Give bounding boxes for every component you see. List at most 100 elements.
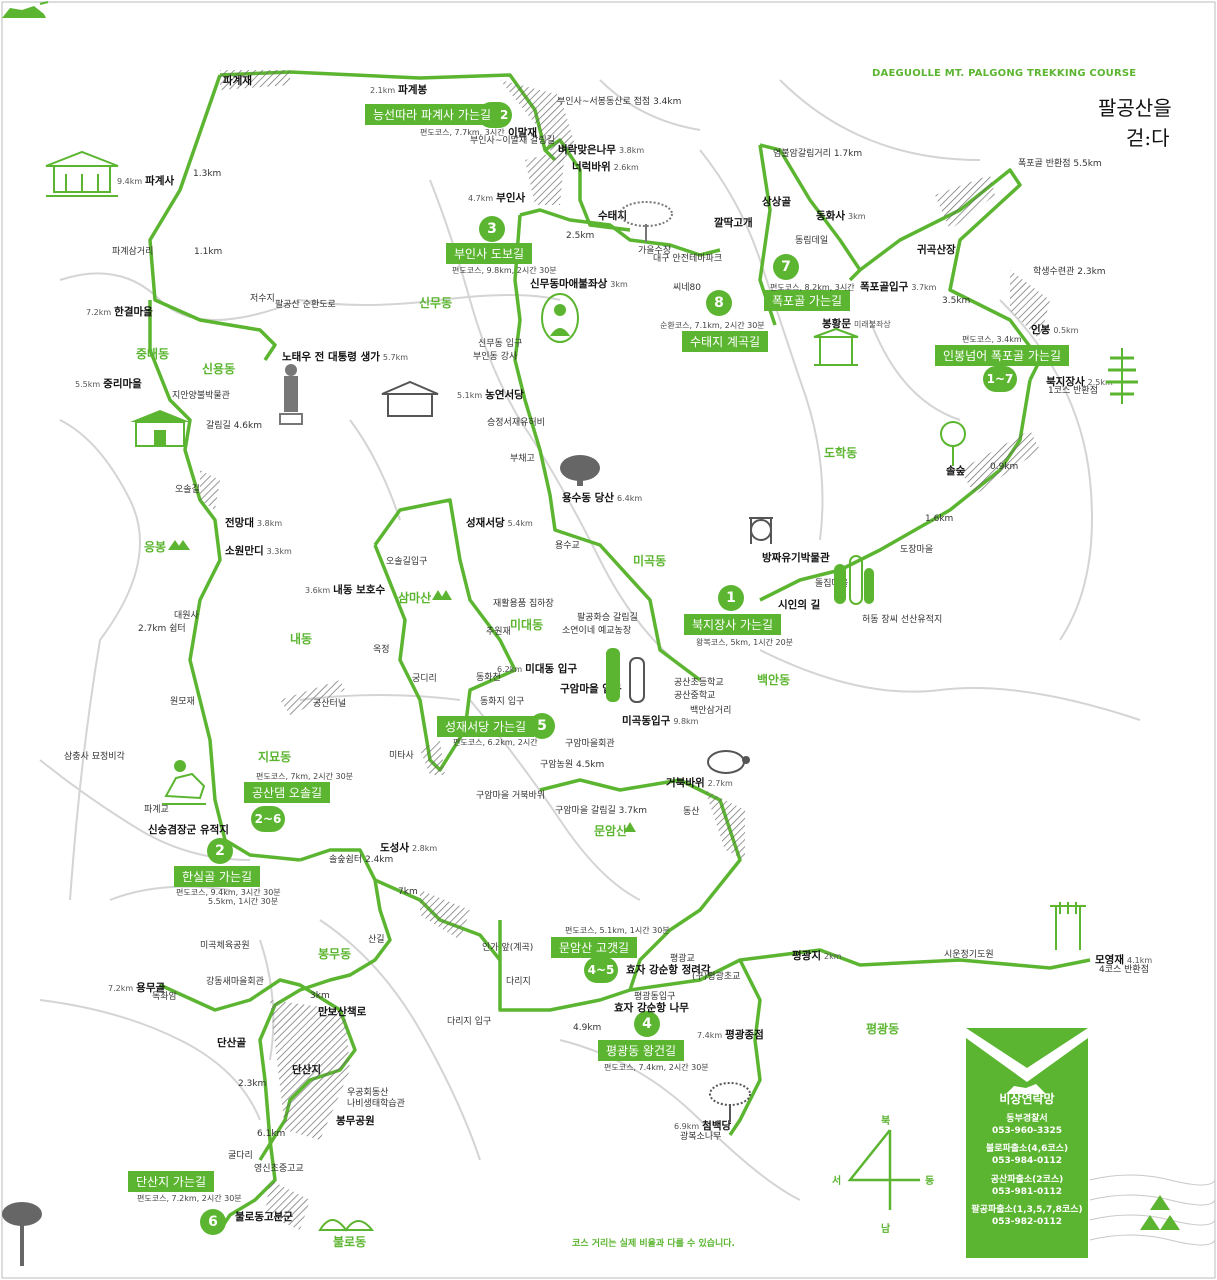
small-label: 평광교 [670,954,695,964]
map-title: DAEGUOLLE MT. PALGONG TREKKING COURSE [872,68,1137,79]
course-name-8[interactable]: 수태지 계곡길 [682,331,769,352]
course-name-1-7[interactable]: 인봉넘어 폭포골 가는길 [935,345,1070,366]
small-label: 4.9km [573,1023,602,1033]
dong-label: 평광동 [866,1022,900,1036]
tree-icon [2,1202,42,1266]
small-label: 영신초중고교 [254,1164,304,1174]
course-name-4[interactable]: 평광동 왕건길 [598,1040,685,1061]
peak-icons [168,540,1180,1230]
course-badge-2-6[interactable]: 2~6 [251,806,285,832]
small-label: 허동 장씨 선산유적지 [862,615,943,625]
small-label: 지안양불박물관 [172,391,230,401]
small-label: 강동새마을회관 [206,977,264,987]
course-info-4-5: 편도코스, 5.1km, 1시간 30분 [565,926,670,935]
small-label: 돌집마을 [815,579,849,589]
course-info-2-6: 편도코스, 7km, 2시간 30분 [256,772,354,781]
seodang-icon [381,380,439,417]
small-label: 공산터널 [313,699,347,709]
small-label: 동화천 [476,673,501,683]
course-badge-7[interactable]: 7 [773,254,799,280]
course-name-4-5[interactable]: 문암산 고갯길 [551,937,638,958]
course-badge-8[interactable]: 8 [706,290,732,316]
dong-label: 불로동 [333,1235,367,1249]
course-badge-4-5[interactable]: 4~5 [584,957,618,983]
small-label: 동화지 입구 [480,697,525,707]
small-label: 솔숲쉼터 2.4km [329,855,394,865]
course-name-3[interactable]: 부인사 도보길 [446,243,533,264]
course-badge-1[interactable]: 1 [718,585,744,611]
small-label: 시운정기도원 [944,950,994,960]
small-label: 구암마을회관 [565,739,615,749]
course-name-7[interactable]: 폭포골 가는길 [764,290,851,311]
landmark: 봉무공원 [336,1115,375,1127]
course-badge-1-7[interactable]: 1~7 [983,366,1017,392]
small-label: 부인사~이말재 갈림길 [470,136,555,146]
small-label: 0.9km [990,462,1019,472]
pine-tree-icon [709,1082,751,1122]
small-label: 대구 안전테마파크 [653,254,723,264]
landmark: 효자 강순항 나무 [614,1002,689,1014]
dong-label: 봉무동 [318,947,352,961]
small-label: 학생수련관 2.3km [1033,267,1106,277]
dong-label: 신용동 [202,362,236,376]
small-label: (구)평광초교 [692,972,741,982]
course-name-8-2[interactable]: 능선따라 파계사 가는길 [365,104,500,125]
course-info-7: 편도코스, 8.2km, 3시간 [770,283,855,292]
dong-label: 내동 [290,632,313,646]
small-label: 광복소나무 [680,1132,722,1142]
peak-label: 응봉 [144,540,167,554]
course-name-5[interactable]: 성재서당 가는길 [437,716,535,737]
course-name-2-6[interactable]: 공산댐 오솔길 [244,782,331,803]
course-name-6[interactable]: 단산지 가는길 [128,1171,215,1192]
small-label: 다리지 [506,977,531,987]
landmark: 깔딱고개 [714,217,753,229]
small-label: 구암농원 4.5km [540,760,605,770]
small-label: 팔공산 순환도로 [275,300,336,310]
course-info-2b: 5.5km, 1시간 30분 [208,897,279,906]
dong-label: 도학동 [824,446,858,460]
course-name-2[interactable]: 한실골 가는길 [174,866,261,887]
landmark: 효자 강순항 정려각 [626,964,711,976]
peak-label: 삼마산 [398,591,432,605]
buddha-statue-icon [541,293,579,343]
course-info-4: 편도코스, 7.4km, 2시간 30분 [604,1063,709,1072]
small-label: 부채고 [510,454,535,464]
small-label: 삼충사 묘정비각 [64,752,125,762]
temple-icon [45,150,119,197]
small-label: 동산 [683,807,700,817]
course-info-3: 편도코스, 9.8km, 2시간 30분 [452,266,557,275]
small-label: 가을수장 [638,246,672,256]
course-name-1[interactable]: 북지장사 가는길 [684,614,782,635]
small-label: 산길 [368,935,385,945]
course-badge-3[interactable]: 3 [479,216,505,242]
course-badge-4[interactable]: 4 [634,1011,660,1037]
peak-label: 문암산 [594,824,628,838]
small-label: 3.5km [942,296,971,306]
totem-icon [606,648,645,703]
small-label: 2.3km [238,1079,267,1089]
disclaimer-note: 코스 거리는 실제 비율과 다를 수 있습니다. [572,1239,735,1249]
emergency-contacts-panel: 비상연락망 동부경찰서 053-960-3325 불로파출소(4,6코스) 05… [966,1028,1088,1258]
emergency-item: 동부경찰서 053-960-3325 [991,1114,1063,1137]
course-badge-6[interactable]: 6 [200,1209,226,1235]
small-label: 구암마을 거북바위 [476,791,546,801]
dong-label: 중대동 [136,347,170,361]
course-badge-2[interactable]: 2 [207,838,233,864]
general-statue-icon [162,760,206,805]
small-label: 7km [398,887,418,897]
course-info-6: 편도코스, 7.2km, 2시간 30분 [137,1194,242,1203]
landmark: 방짜유기박물관 [762,552,830,564]
